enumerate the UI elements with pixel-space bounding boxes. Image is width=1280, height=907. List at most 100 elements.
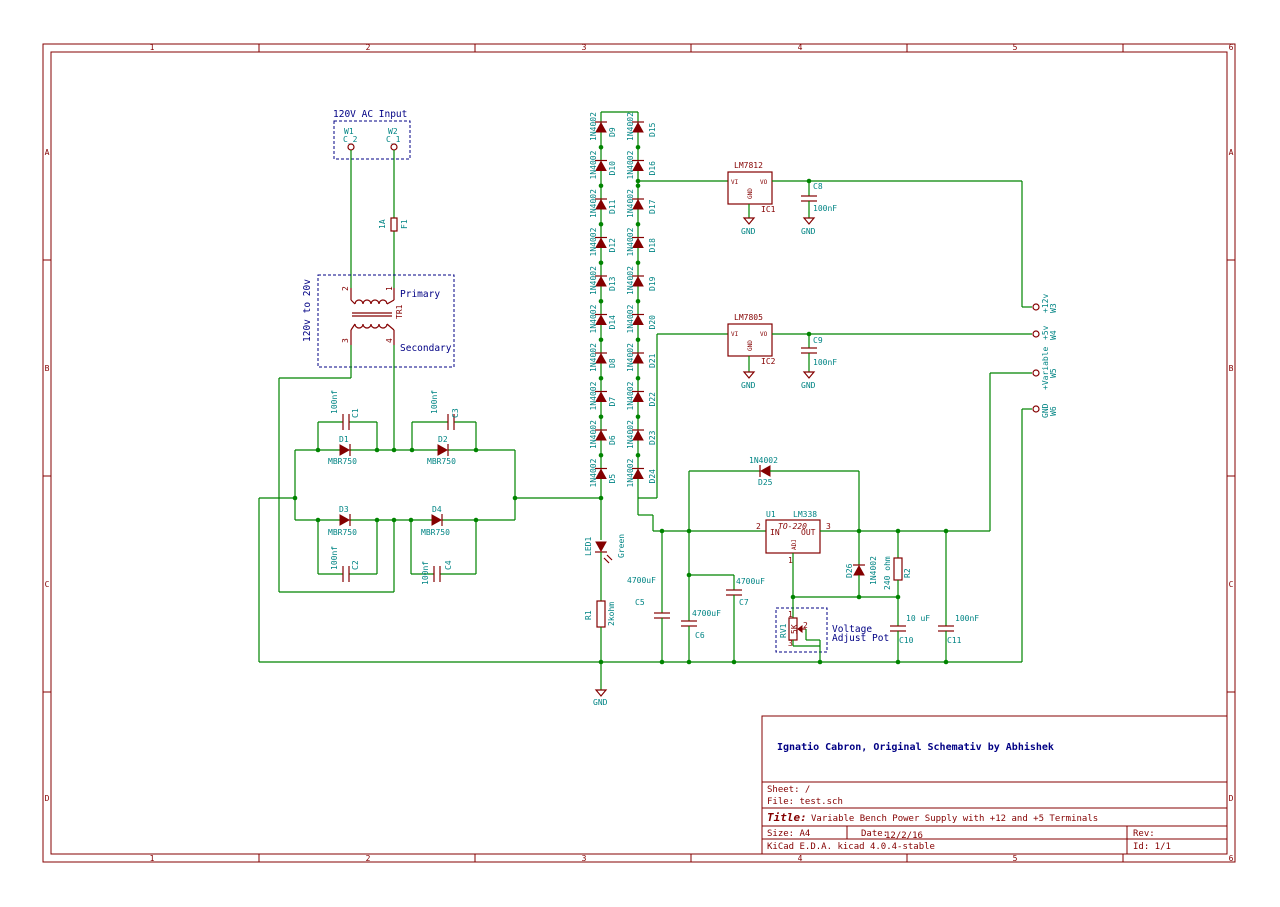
w3-ref: W3 — [1049, 303, 1058, 313]
d4-ref: D4 — [432, 505, 442, 514]
right-diode-ref-3: D18 — [648, 238, 657, 253]
r1-ref: R1 — [584, 610, 593, 620]
ic2-val: LM7805 — [734, 313, 763, 322]
left-chain-junction-4 — [598, 260, 604, 266]
col-label-2-top: 2 — [366, 43, 371, 52]
right-diode-val-5: 1N4002 — [626, 304, 635, 333]
rv1-pin2: 2 — [803, 621, 808, 630]
ic1-vo: VO — [760, 179, 768, 186]
right-chain-junction-8 — [635, 414, 641, 420]
w3-val: +12v — [1041, 294, 1050, 313]
secondary-note: Secondary — [400, 343, 452, 354]
ic2-vi: VI — [731, 331, 739, 338]
left-chain-junction-8 — [598, 414, 604, 420]
left-diode-val-4: 1N4002 — [589, 266, 598, 295]
right-diode-val-9: 1N4002 — [626, 458, 635, 487]
c8-ref: C8 — [813, 182, 823, 191]
title-block: Ignatio Cabron, Original Schemativ by Ab… — [761, 715, 1228, 855]
bridge-rectifier: 100nf C1 100nf C3 100nf C2 100nf C4 D1 M… — [258, 390, 601, 662]
fixed-regulators: LM7812 IC1 VI VO GND C8 100nF GND GND LM… — [635, 161, 1032, 390]
left-diode-ref-6: D8 — [608, 358, 617, 368]
col-label-2-bottom: 2 — [366, 854, 371, 863]
c4-val: 100nf — [421, 561, 430, 585]
u1-adj: ADJ — [791, 539, 798, 550]
left-diode-ref-5: D14 — [608, 315, 617, 330]
ic2-gnd: GND — [747, 340, 754, 351]
right-diode-ref-4: D19 — [648, 276, 657, 291]
ac-input-note: 120V AC Input — [333, 109, 407, 120]
regulator-ic1 — [727, 171, 773, 205]
c7-ref: C7 — [739, 598, 749, 607]
gnd-symbol-ic1 — [742, 217, 756, 225]
d2-val: MBR750 — [427, 457, 456, 466]
right-diode-0 — [632, 121, 644, 133]
left-diode-5 — [595, 314, 607, 325]
w5-ref: W5 — [1049, 368, 1058, 378]
left-diode-val-0: 1N4002 — [589, 112, 598, 141]
tr1-ref: TR1 — [395, 304, 404, 319]
col-label-1-bottom: 1 — [150, 854, 155, 863]
left-diode-ref-7: D7 — [608, 397, 617, 407]
primary-note: Primary — [400, 289, 440, 300]
diode-chain-network: D91N4002D101N4002D111N4002D121N4002D131N… — [589, 111, 728, 499]
right-diode-2 — [632, 198, 644, 210]
right-diode-val-6: 1N4002 — [626, 343, 635, 372]
d26-ref: D26 — [845, 563, 854, 578]
left-chain-junction-9 — [598, 452, 604, 458]
right-chain-junction-6 — [635, 337, 641, 343]
right-diode-9 — [632, 468, 644, 479]
r2-ref: R2 — [903, 568, 912, 578]
left-diode-ref-4: D13 — [608, 276, 617, 291]
r2-val: 240 ohm — [883, 556, 892, 590]
right-chain-junction-5 — [635, 298, 641, 304]
w4-terminal — [1032, 330, 1040, 338]
left-chain-junction-1 — [598, 144, 604, 150]
c3-ref: C3 — [451, 408, 460, 418]
left-chain-junction-2 — [598, 183, 604, 189]
w4-ref: W4 — [1049, 330, 1058, 340]
w5-terminal — [1032, 369, 1040, 377]
diode-d2 — [437, 444, 449, 456]
tr1-pin4: 4 — [385, 338, 394, 343]
left-diode-0 — [595, 121, 607, 133]
left-diode-val-1: 1N4002 — [589, 150, 598, 179]
right-diode-1 — [632, 160, 644, 171]
left-diode-val-5: 1N4002 — [589, 304, 598, 333]
row-label-c-left: C — [45, 580, 50, 589]
left-diode-ref-0: D9 — [608, 127, 617, 137]
drawing-frame: 1 2 3 4 5 6 1 2 3 4 5 6 A B C D A B C D — [42, 43, 1236, 863]
rev-field: Rev: — [1133, 829, 1155, 839]
diode-d4 — [431, 514, 443, 526]
ground-bus — [259, 659, 1022, 665]
ic1-ref: IC1 — [761, 205, 776, 214]
left-diode-9 — [595, 468, 607, 479]
left-diode-ref-3: D12 — [608, 238, 617, 253]
voltage-adjust-note-1: Voltage — [832, 624, 872, 635]
tr-rating-note: 120v to 20v — [302, 279, 313, 342]
voltage-adjust-note-2: Adjust Pot — [832, 633, 889, 644]
left-diode-ref-8: D6 — [608, 435, 617, 445]
w6-val: GND — [1041, 403, 1050, 418]
tool-field: KiCad E.D.A. kicad 4.0.4-stable — [767, 842, 935, 852]
right-diode-5 — [632, 314, 644, 325]
ic2-vo: VO — [760, 331, 768, 338]
ic1-val: LM7812 — [734, 161, 763, 170]
gnd-symbol-c9 — [802, 371, 816, 379]
c6-val: 4700uF — [692, 609, 721, 618]
u1-val: LM338 — [793, 510, 817, 519]
ac-input-section: 120V AC Input W1 C_2 W2 C_1 1A F1 Primar… — [278, 109, 455, 593]
d1-val: MBR750 — [328, 457, 357, 466]
left-chain-junction-6 — [598, 337, 604, 343]
tr1-pin3: 3 — [341, 338, 350, 343]
col-label-6-top: 6 — [1229, 43, 1234, 52]
d2-ref: D2 — [438, 435, 448, 444]
left-chain-junction-3 — [598, 221, 604, 227]
gnd-main-label: GND — [593, 698, 608, 707]
left-diode-val-9: 1N4002 — [589, 458, 598, 487]
right-diode-ref-8: D23 — [648, 430, 657, 445]
w6-ref: W6 — [1049, 406, 1058, 416]
left-diode-6 — [595, 352, 607, 364]
right-diode-ref-1: D16 — [648, 161, 657, 176]
row-label-b-left: B — [45, 364, 50, 373]
author-text: Ignatio Cabron, Original Schemativ by Ab… — [777, 741, 1054, 753]
